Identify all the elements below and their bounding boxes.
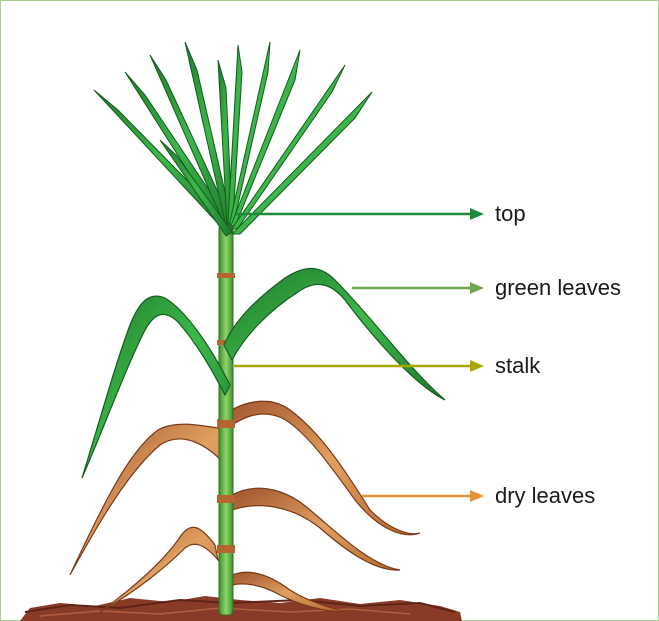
label-stalk: stalk: [495, 355, 540, 377]
soil: [20, 596, 462, 621]
dry-leaves-arrow: [362, 490, 484, 502]
green-leaves-arrow: [352, 282, 484, 294]
label-green-leaves: green leaves: [495, 277, 621, 299]
dry-leaf-upper: [218, 401, 420, 534]
label-top: top: [495, 203, 526, 225]
green-leaves: [82, 268, 445, 478]
stalk-arrow: [234, 360, 484, 372]
top-leaves: [94, 42, 372, 236]
stalk: [217, 225, 235, 615]
top-arrow: [236, 208, 484, 220]
label-dry-leaves: dry leaves: [495, 485, 595, 507]
